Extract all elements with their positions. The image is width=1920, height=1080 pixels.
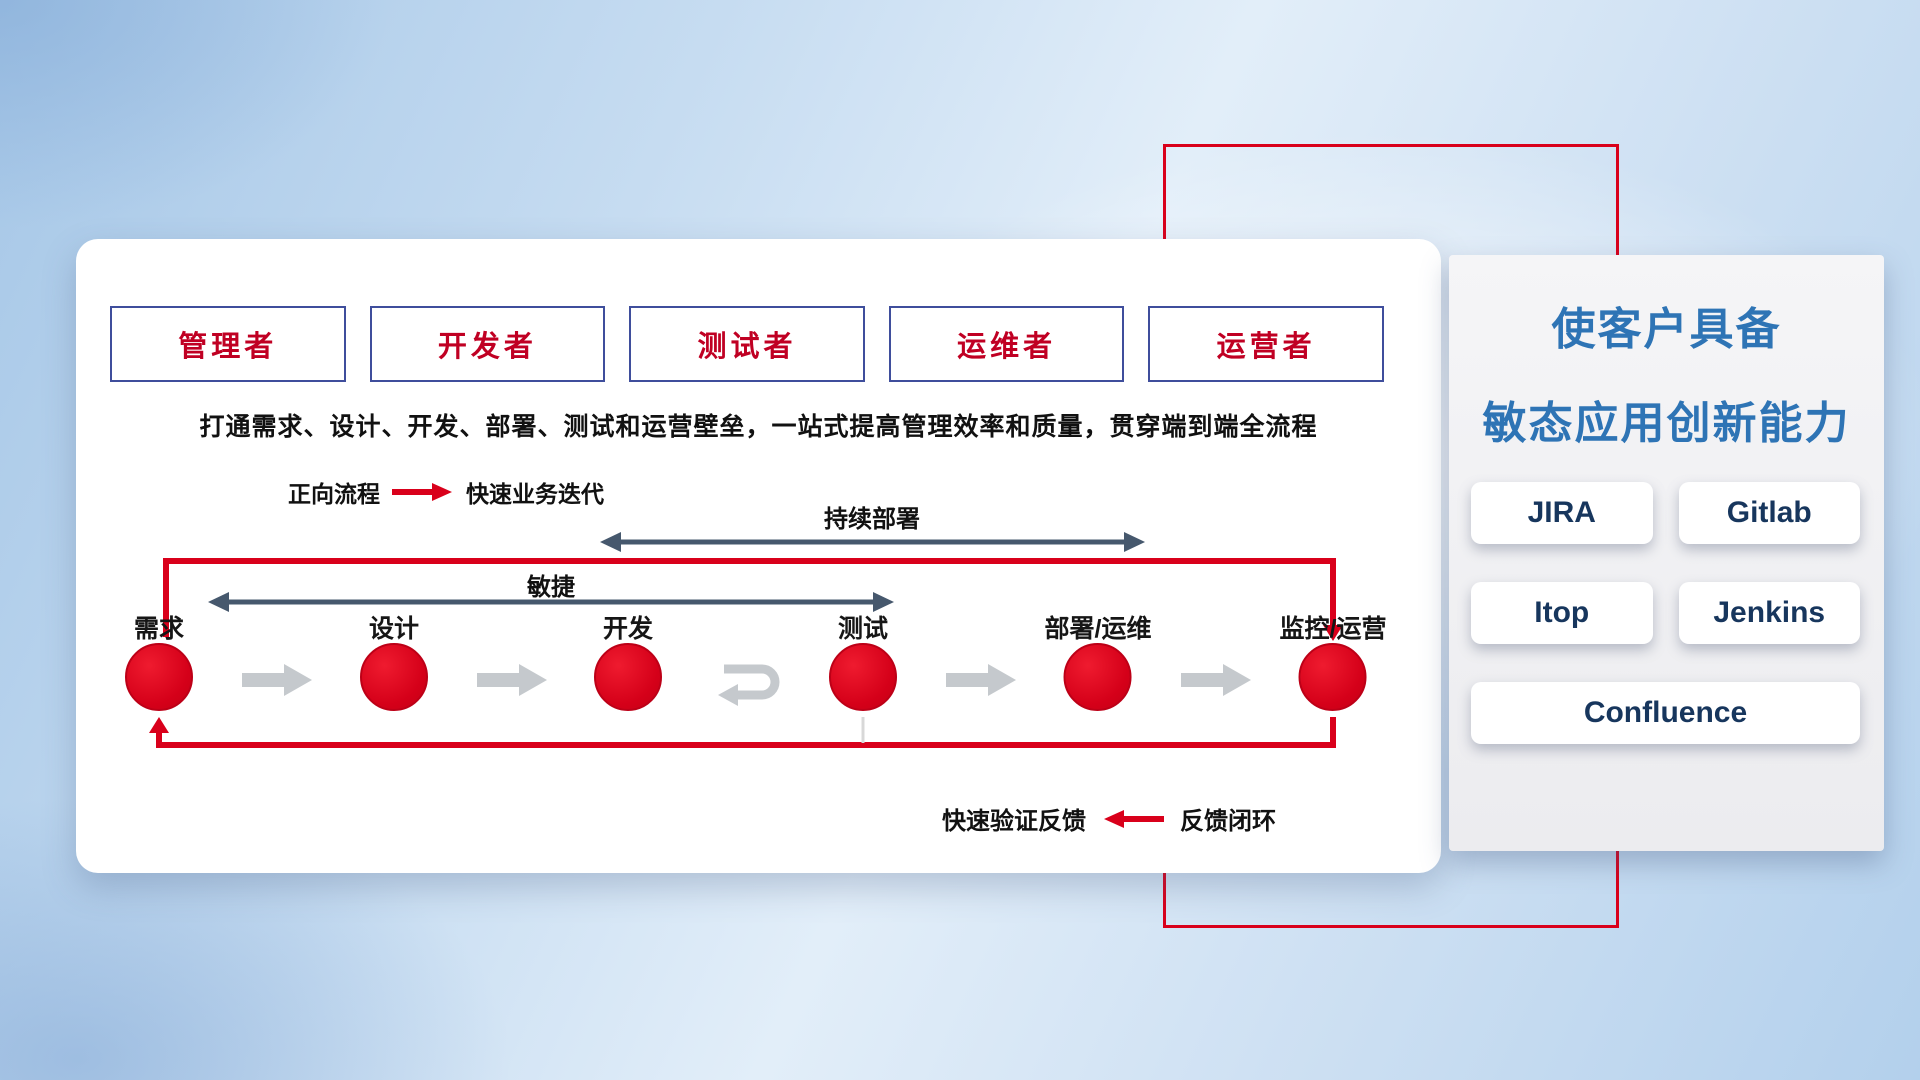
- roles-row: 管理者 开发者 测试者 运维者 运营者: [110, 306, 1384, 382]
- stage-testing: 测试: [829, 609, 897, 711]
- stage-development-label: 开发: [602, 615, 653, 643]
- stage-testing-label: 测试: [837, 615, 888, 643]
- legend-feedback: 快速验证反馈 反馈闭环: [942, 801, 1276, 836]
- tool-confluence: Confluence: [1471, 682, 1860, 744]
- stage-design-label: 设计: [368, 615, 419, 643]
- agile-label: 敏捷: [527, 574, 575, 601]
- tool-gitlab: Gitlab: [1678, 482, 1860, 544]
- stage-requirements-label: 需求: [133, 615, 184, 643]
- feedback-arrow-icon: [1104, 809, 1164, 828]
- flow-arrows-layer: [149, 532, 1343, 748]
- role-box-operator: 运维者: [888, 306, 1125, 382]
- panel-title-line2: 敏态应用创新能力: [1482, 399, 1851, 448]
- stage-monitor-ops: 监控/运营: [1279, 609, 1387, 711]
- legend-forward: 正向流程 快速业务迭代: [288, 475, 604, 509]
- legend-feedback-label: 反馈闭环: [1180, 808, 1276, 835]
- stage-monitor-ops-label: 监控/运营: [1279, 615, 1387, 643]
- tool-jenkins: Jenkins: [1678, 582, 1860, 644]
- role-box-tester: 测试者: [629, 306, 865, 382]
- forward-arrow-icon: [392, 483, 452, 501]
- stage-requirements: 需求: [125, 609, 193, 711]
- continuous-deploy-label: 持续部署: [824, 506, 920, 533]
- stage-development: 开发: [594, 609, 662, 711]
- tool-itop: Itop: [1471, 582, 1653, 644]
- legend-forward-label: 正向流程: [288, 481, 380, 507]
- stage-development-circle: [594, 643, 662, 711]
- stage-requirements-circle: [125, 643, 193, 711]
- legend-forward-value: 快速业务迭代: [466, 481, 604, 507]
- devops-flow-card: 管理者 开发者 测试者 运维者 运营者 打通需求、设计、开发、部署、测试和运营壁…: [76, 239, 1441, 873]
- stage-deploy-ops-circle: [1063, 643, 1132, 711]
- capability-panel: 使客户具备 敏态应用创新能力 JIRA Gitlab Itop Jenkins …: [1449, 255, 1884, 851]
- stage-design: 设计: [360, 609, 428, 711]
- role-box-developer: 开发者: [369, 306, 606, 382]
- tool-jira: JIRA: [1471, 482, 1653, 544]
- panel-title-line1: 使客户具备: [1551, 305, 1782, 354]
- stage-design-circle: [360, 643, 428, 711]
- stage-deploy-ops: 部署/运维: [1044, 609, 1152, 711]
- legend-feedback-value: 快速验证反馈: [942, 808, 1086, 835]
- description-text: 打通需求、设计、开发、部署、测试和运营壁垒，一站式提高管理效率和质量，贯穿端到端…: [199, 413, 1318, 441]
- role-box-business-operator: 运营者: [1148, 306, 1384, 382]
- stage-monitor-ops-circle: [1298, 643, 1367, 711]
- stage-testing-circle: [829, 643, 897, 711]
- stage-deploy-ops-label: 部署/运维: [1044, 615, 1152, 643]
- tools-grid: JIRA Gitlab Itop Jenkins Confluence: [1471, 482, 1860, 744]
- role-box-manager: 管理者: [110, 306, 346, 382]
